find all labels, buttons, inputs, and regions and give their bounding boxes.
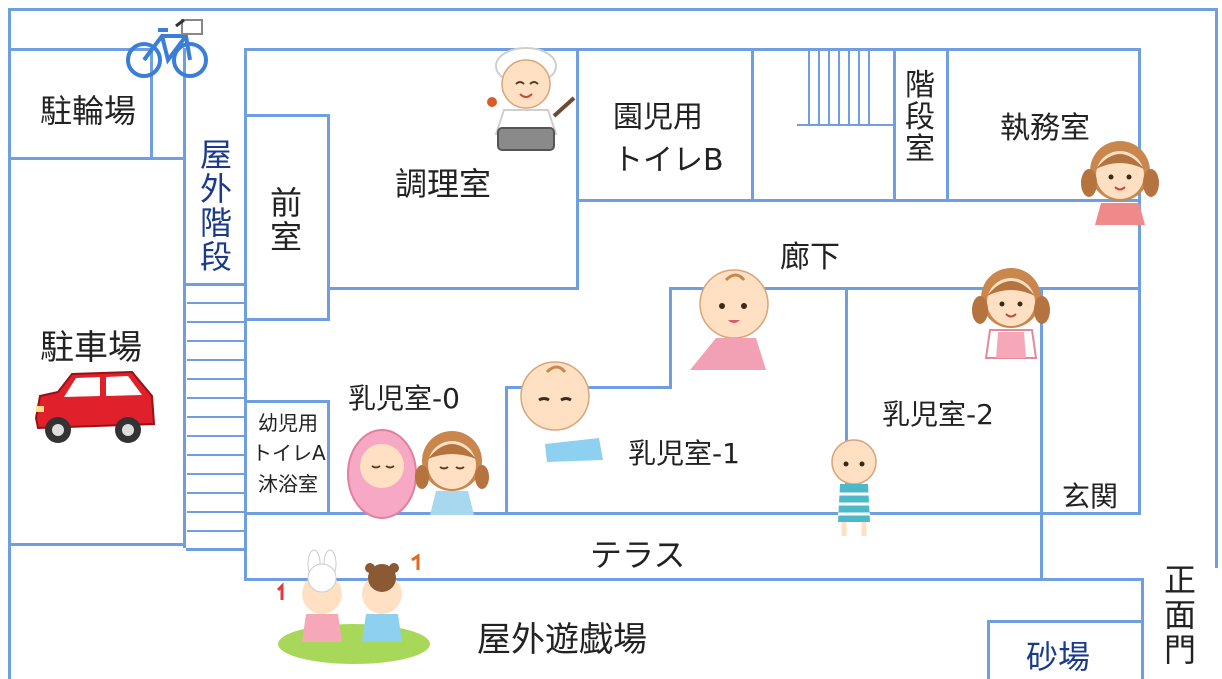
wall — [946, 48, 949, 202]
wall — [576, 199, 1141, 202]
room-label-terrace: テラス — [590, 536, 686, 574]
wall — [244, 48, 247, 581]
wall — [187, 530, 244, 532]
wall — [868, 51, 870, 124]
wall — [187, 473, 244, 475]
wall — [187, 492, 244, 494]
wall — [828, 51, 830, 124]
room-label-office: 執務室 — [1000, 111, 1090, 146]
room-label-toilet-a-line2: トイレA — [252, 441, 326, 465]
room-label-bicycle-parking: 駐輪場 — [40, 92, 137, 130]
wall — [8, 157, 186, 160]
wall — [244, 114, 330, 117]
wall — [327, 400, 330, 515]
wall — [187, 321, 244, 323]
room-label-outdoor-playground: 屋外遊戯場 — [477, 620, 647, 660]
baby-icon — [690, 269, 769, 370]
bicycle-icon — [126, 18, 208, 78]
wall — [669, 287, 672, 389]
car-icon — [34, 370, 156, 443]
wall — [838, 51, 840, 124]
room-label-infant-room-1: 乳児室-1 — [628, 437, 740, 470]
room-label-car-parking: 駐車場 — [40, 328, 142, 368]
wall — [187, 397, 244, 399]
wall — [187, 454, 244, 456]
baby-icon — [347, 429, 417, 519]
baby-icon — [831, 439, 877, 536]
wall — [508, 386, 672, 389]
room-label-outdoor-stairs: 屋外階段 — [199, 136, 232, 276]
wall — [8, 8, 11, 679]
wall — [244, 512, 1141, 515]
room-label-infant-room-0: 乳児室-0 — [348, 382, 460, 415]
room-label-sandbox: 砂場 — [1026, 638, 1091, 676]
wall — [8, 543, 186, 546]
room-label-toilet-b-line2: トイレB — [613, 143, 724, 178]
room-label-infant-room-2: 乳児室-2 — [882, 398, 994, 431]
room-label-anteroom: 前室 — [269, 184, 302, 256]
wall — [893, 48, 896, 202]
wall — [576, 48, 579, 290]
wall — [186, 283, 246, 286]
room-label-corridor: 廊下 — [780, 240, 840, 275]
wall — [327, 114, 330, 321]
room-label-toilet-a-line3: 沐浴室 — [258, 472, 318, 496]
teacher-icon — [415, 431, 489, 515]
wall — [751, 48, 754, 202]
wall — [330, 287, 579, 290]
wall — [987, 620, 1141, 623]
wall — [187, 302, 244, 304]
wall — [797, 124, 893, 126]
wall — [150, 48, 153, 160]
wall — [244, 48, 1141, 51]
wall — [187, 359, 244, 361]
wall — [244, 318, 330, 321]
wall — [244, 578, 1144, 581]
wall — [808, 51, 810, 124]
wall — [1138, 48, 1141, 515]
wall — [672, 287, 1141, 290]
wall — [1215, 8, 1218, 568]
wall — [244, 400, 330, 403]
wall — [1141, 578, 1144, 679]
wall — [505, 386, 508, 515]
room-label-stairwell: 階段室 — [905, 68, 935, 167]
wall — [187, 340, 244, 342]
wall — [8, 8, 1218, 11]
room-label-toilet-b-line1: 園児用 — [613, 100, 703, 135]
room-label-main-gate: 正面門 — [1163, 561, 1196, 669]
wall — [818, 51, 820, 124]
wall — [858, 51, 860, 124]
wall — [186, 548, 246, 551]
wall — [1040, 290, 1043, 581]
chef-icon — [487, 47, 576, 151]
wall — [187, 378, 244, 380]
wall — [187, 416, 244, 418]
wall — [987, 620, 990, 679]
wall — [187, 511, 244, 513]
wall — [845, 287, 848, 515]
wall — [183, 48, 186, 548]
wall — [848, 51, 850, 124]
room-label-entrance: 玄関 — [1062, 480, 1119, 513]
teacher-icon — [1081, 141, 1159, 225]
baby-icon — [520, 361, 603, 462]
children-playing-icon — [276, 549, 430, 664]
teacher-icon — [972, 268, 1050, 359]
wall — [187, 435, 244, 437]
room-label-kitchen: 調理室 — [395, 165, 492, 203]
room-label-toilet-a-line1: 幼児用 — [258, 411, 318, 435]
wall — [8, 48, 150, 51]
